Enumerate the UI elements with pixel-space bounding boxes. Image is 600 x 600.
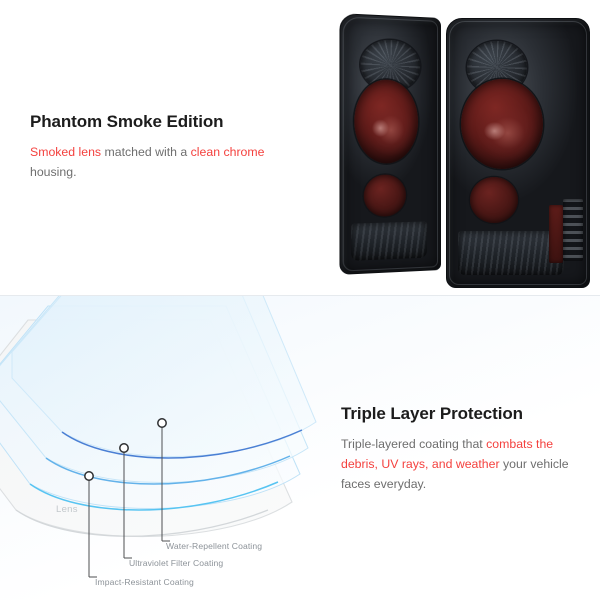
lens-base-edge xyxy=(15,509,269,537)
bottom-body-copy: Triple-layered coating that combats the … xyxy=(341,435,579,495)
marker-dot-impact-resistant xyxy=(84,471,94,481)
side-marker-strip xyxy=(563,199,583,261)
layer-impact-resistant-edge xyxy=(29,481,279,511)
callout-label-water-repellent: Water-Repellent Coating xyxy=(166,541,263,551)
highlight-clean-chrome: clean chrome xyxy=(190,145,265,160)
bottom-text-block: Triple Layer Protection Triple-layered c… xyxy=(341,404,579,495)
section-title: Triple Layer Protection xyxy=(341,404,523,423)
round-reflector xyxy=(363,174,406,218)
callout-label-impact-resistant: Impact-Resistant Coating xyxy=(95,577,194,587)
top-text-block: Phantom Smoke Edition Smoked lens matche… xyxy=(30,112,280,183)
taillight-product-image xyxy=(336,13,594,288)
left-taillight xyxy=(339,13,441,275)
round-reflector xyxy=(470,177,518,223)
top-body-text-1: matched with a xyxy=(101,145,191,160)
bottom-body-text-2: your vehicle faces everyday. xyxy=(341,457,569,492)
layer-ultraviolet-filter-edge xyxy=(45,455,291,485)
highlight-smoked-lens: Smoked lens xyxy=(30,145,102,160)
layer-water-repellent xyxy=(11,296,317,457)
bottom-body-text-1: Triple-layered coating that xyxy=(341,437,487,452)
brake-lens-glint xyxy=(372,119,390,137)
page-title: Phantom Smoke Edition xyxy=(30,112,224,131)
top-feature-panel: Phantom Smoke Edition Smoked lens matche… xyxy=(0,0,600,296)
panel-divider xyxy=(0,295,600,296)
brake-lens-glint xyxy=(483,122,506,141)
top-body-text-2: housing. xyxy=(30,165,77,180)
highlight-combats-debris: combats the debris, UV rays, and weather xyxy=(341,437,554,472)
side-marker-red-strip xyxy=(549,205,563,263)
layer-stack-diagram xyxy=(0,296,330,600)
top-body-copy: Smoked lens matched with a clean chrome … xyxy=(30,143,280,183)
marker-dot-water-repellent xyxy=(157,418,167,428)
lens-base-label: Lens xyxy=(56,504,78,515)
layer-water-repellent-edge xyxy=(61,429,303,459)
marker-dot-ultraviolet-filter xyxy=(119,443,129,453)
reverse-lens xyxy=(351,221,428,261)
reverse-lens xyxy=(458,231,564,275)
brake-lens xyxy=(354,78,419,164)
callout-label-ultraviolet-filter: Ultraviolet Filter Coating xyxy=(129,558,224,568)
brake-lens xyxy=(461,79,543,169)
right-taillight xyxy=(446,18,590,288)
